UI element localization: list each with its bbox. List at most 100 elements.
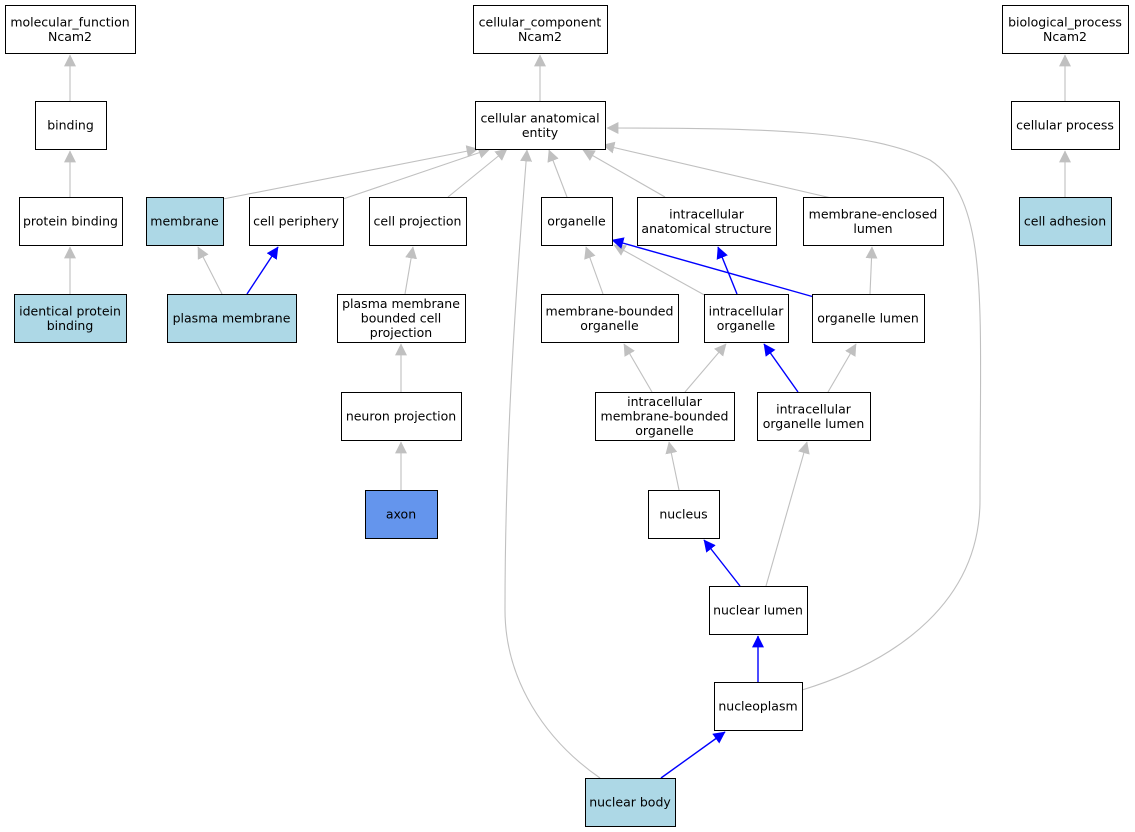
node-axon[interactable]: axon — [365, 490, 438, 539]
node-label-plasma-membrane-line-1: plasma membrane — [173, 311, 291, 326]
edge-intracellular-organelle-to-organelle — [613, 244, 709, 298]
node-box-molecular-function — [5, 5, 136, 54]
node-cell-adhesion[interactable]: cell adhesion — [1019, 197, 1112, 246]
node-box-cellular-process — [1011, 101, 1120, 150]
node-box-axon — [365, 490, 438, 539]
edge-nucleoplasm-to-cellular-anatomical-entity — [606, 122, 982, 691]
edge-organelle-lumen-to-organelle — [611, 237, 815, 298]
edge-plasma-membrane-bounded-cell-projection-to-cell-projection — [404, 246, 418, 295]
node-cellular-process[interactable]: cellular process — [1011, 101, 1120, 150]
node-organelle[interactable]: organelle — [541, 197, 613, 246]
node-binding[interactable]: binding — [35, 101, 107, 150]
node-label-membrane-enclosed-lumen-line-2: lumen — [853, 221, 892, 236]
node-label-axon-line-1: axon — [386, 507, 416, 522]
node-label-nuclear-lumen-line-1: nuclear lumen — [713, 603, 803, 618]
edge-organelle-lumen-to-membrane-enclosed-lumen — [865, 246, 878, 295]
node-box-membrane — [146, 197, 224, 246]
node-label-biological-process-line-2: Ncam2 — [1043, 29, 1087, 44]
node-nuclear-lumen[interactable]: nuclear lumen — [709, 586, 808, 635]
node-label-intracellular-anatomical-structure-line-2: anatomical structure — [641, 221, 771, 236]
node-label-intracellular-membrane-bounded-organelle-line-1: intracellular — [627, 394, 703, 409]
node-box-nucleus — [648, 490, 720, 539]
node-box-cell-periphery — [249, 197, 344, 246]
node-label-cell-adhesion-line-1: cell adhesion — [1024, 214, 1106, 229]
node-box-organelle-lumen — [812, 294, 925, 343]
node-label-organelle-lumen-line-1: organelle lumen — [817, 311, 919, 326]
node-label-plasma-membrane-bounded-cell-projection-line-3: projection — [370, 325, 432, 340]
node-label-cellular-component-line-2: Ncam2 — [518, 29, 562, 44]
node-label-identical-protein-binding-line-1: identical protein — [19, 303, 121, 318]
node-cell-periphery[interactable]: cell periphery — [249, 197, 344, 246]
node-box-identical-protein-binding — [14, 294, 127, 343]
node-membrane[interactable]: membrane — [146, 197, 224, 246]
node-box-nucleoplasm — [714, 682, 803, 731]
node-plasma-membrane[interactable]: plasma membrane — [167, 294, 297, 343]
node-label-nuclear-body-line-1: nuclear body — [589, 795, 671, 810]
node-protein-binding[interactable]: protein binding — [19, 197, 123, 246]
edge-membrane-to-cellular-anatomical-entity — [222, 145, 479, 200]
node-label-membrane-bounded-organelle-line-2: organelle — [580, 318, 639, 333]
node-label-intracellular-anatomical-structure-line-1: intracellular — [669, 206, 745, 221]
edge-plasma-membrane-to-membrane — [197, 246, 223, 295]
node-organelle-lumen[interactable]: organelle lumen — [812, 294, 925, 343]
node-label-intracellular-organelle-lumen-line-2: organelle lumen — [763, 416, 865, 431]
node-cell-projection[interactable]: cell projection — [369, 197, 467, 246]
edge-nuclear-body-to-nucleoplasm — [660, 731, 726, 779]
node-box-membrane-bounded-organelle — [541, 294, 679, 343]
edge-cell-periphery-to-cellular-anatomical-entity — [342, 146, 491, 200]
node-nucleus[interactable]: nucleus — [648, 490, 720, 539]
edge-intracellular-organelle-to-intracellular-anatomical-structure — [716, 246, 738, 295]
node-label-biological-process-line-1: biological_process — [1008, 14, 1122, 29]
edge-nuclear-lumen-to-nucleus — [703, 539, 741, 587]
node-box-intracellular-anatomical-structure — [637, 197, 777, 246]
node-label-cellular-process-line-1: cellular process — [1016, 118, 1114, 133]
node-label-protein-binding-line-1: protein binding — [23, 214, 118, 229]
node-box-plasma-membrane-bounded-cell-projection — [337, 294, 466, 343]
node-label-molecular-function-line-2: Ncam2 — [48, 29, 92, 44]
edge-intracellular-membrane-bounded-organelle-to-membrane-bounded-organelle — [623, 343, 653, 393]
node-nuclear-body[interactable]: nuclear body — [585, 778, 676, 827]
node-box-nuclear-body — [585, 778, 676, 827]
node-label-identical-protein-binding-line-2: binding — [47, 318, 94, 333]
node-label-intracellular-membrane-bounded-organelle-line-3: organelle — [635, 423, 694, 438]
node-neuron-projection[interactable]: neuron projection — [341, 392, 462, 441]
node-label-cellular-anatomical-entity-line-1: cellular anatomical — [480, 110, 599, 125]
node-box-intracellular-membrane-bounded-organelle — [595, 392, 735, 441]
node-box-intracellular-organelle — [704, 294, 789, 343]
edge-organelle-to-cellular-anatomical-entity — [547, 149, 568, 198]
node-box-nuclear-lumen — [709, 586, 808, 635]
node-label-neuron-projection-line-1: neuron projection — [346, 409, 456, 424]
node-box-cell-projection — [369, 197, 467, 246]
edge-intracellular-organelle-lumen-to-organelle-lumen — [827, 343, 857, 393]
node-label-membrane-line-1: membrane — [150, 214, 219, 229]
node-nucleoplasm[interactable]: nucleoplasm — [714, 682, 803, 731]
node-box-plasma-membrane — [167, 294, 297, 343]
edge-plasma-membrane-to-cell-periphery — [246, 246, 279, 295]
node-box-biological-process — [1002, 5, 1129, 54]
node-label-cell-projection-line-1: cell projection — [374, 214, 462, 229]
node-label-intracellular-membrane-bounded-organelle-line-2: membrane-bounded — [601, 409, 729, 424]
node-label-plasma-membrane-bounded-cell-projection-line-1: plasma membrane — [342, 296, 460, 311]
node-label-binding-line-1: binding — [47, 118, 94, 133]
node-label-cellular-anatomical-entity-line-2: entity — [522, 125, 559, 140]
node-box-membrane-enclosed-lumen — [803, 197, 944, 246]
edge-nuclear-body-to-cellular-anatomical-entity — [504, 149, 601, 779]
node-box-protein-binding — [19, 197, 123, 246]
node-box-cell-adhesion — [1019, 197, 1112, 246]
node-box-cellular-anatomical-entity — [475, 101, 606, 150]
node-label-intracellular-organelle-line-2: organelle — [717, 318, 776, 333]
node-label-membrane-bounded-organelle-line-1: membrane-bounded — [546, 303, 674, 318]
